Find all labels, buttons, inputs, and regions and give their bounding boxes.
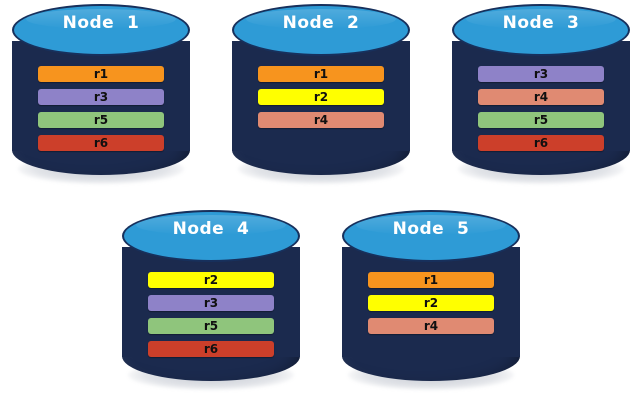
node-cylinder[interactable]: Node 4 r2 r3 r5 r6: [122, 210, 300, 392]
replica-bar[interactable]: r6: [478, 135, 604, 151]
replica-bar[interactable]: r3: [38, 89, 164, 105]
replica-bar[interactable]: r1: [258, 66, 384, 82]
node-cylinder[interactable]: Node 5 r1 r2 r4: [342, 210, 520, 392]
node-label: Node 2: [282, 13, 360, 33]
node-label: Node 1: [62, 13, 140, 33]
node-cylinder[interactable]: Node 1 r1 r3 r5 r6: [12, 4, 190, 186]
replica-bar[interactable]: r5: [478, 112, 604, 128]
node-top-disc: [232, 4, 410, 56]
replica-bar[interactable]: r5: [38, 112, 164, 128]
node-cylinder[interactable]: Node 3 r3 r4 r5 r6: [452, 4, 630, 186]
replica-bar[interactable]: r4: [368, 318, 494, 334]
node-label: Node 4: [172, 219, 250, 239]
replica-bar[interactable]: r3: [478, 66, 604, 82]
replica-bar[interactable]: r3: [148, 295, 274, 311]
replica-list: r2 r3 r5 r6: [148, 272, 274, 364]
replica-list: r1 r2 r4: [368, 272, 494, 341]
node-top-disc: [12, 4, 190, 56]
replica-bar[interactable]: r1: [38, 66, 164, 82]
replica-bar[interactable]: r4: [258, 112, 384, 128]
node-top-disc: [342, 210, 520, 262]
node-top-disc: [452, 4, 630, 56]
replica-bar[interactable]: r2: [148, 272, 274, 288]
replica-bar[interactable]: r2: [258, 89, 384, 105]
replica-list: r1 r3 r5 r6: [38, 66, 164, 158]
node-label: Node 5: [392, 219, 470, 239]
replica-bar[interactable]: r1: [368, 272, 494, 288]
replica-bar[interactable]: r6: [38, 135, 164, 151]
node-top-disc: [122, 210, 300, 262]
replica-list: r3 r4 r5 r6: [478, 66, 604, 158]
replica-bar[interactable]: r6: [148, 341, 274, 357]
node-cylinder[interactable]: Node 2 r1 r2 r4: [232, 4, 410, 186]
node-label: Node 3: [502, 13, 580, 33]
replica-bar[interactable]: r2: [368, 295, 494, 311]
replica-bar[interactable]: r4: [478, 89, 604, 105]
replica-list: r1 r2 r4: [258, 66, 384, 135]
replica-bar[interactable]: r5: [148, 318, 274, 334]
